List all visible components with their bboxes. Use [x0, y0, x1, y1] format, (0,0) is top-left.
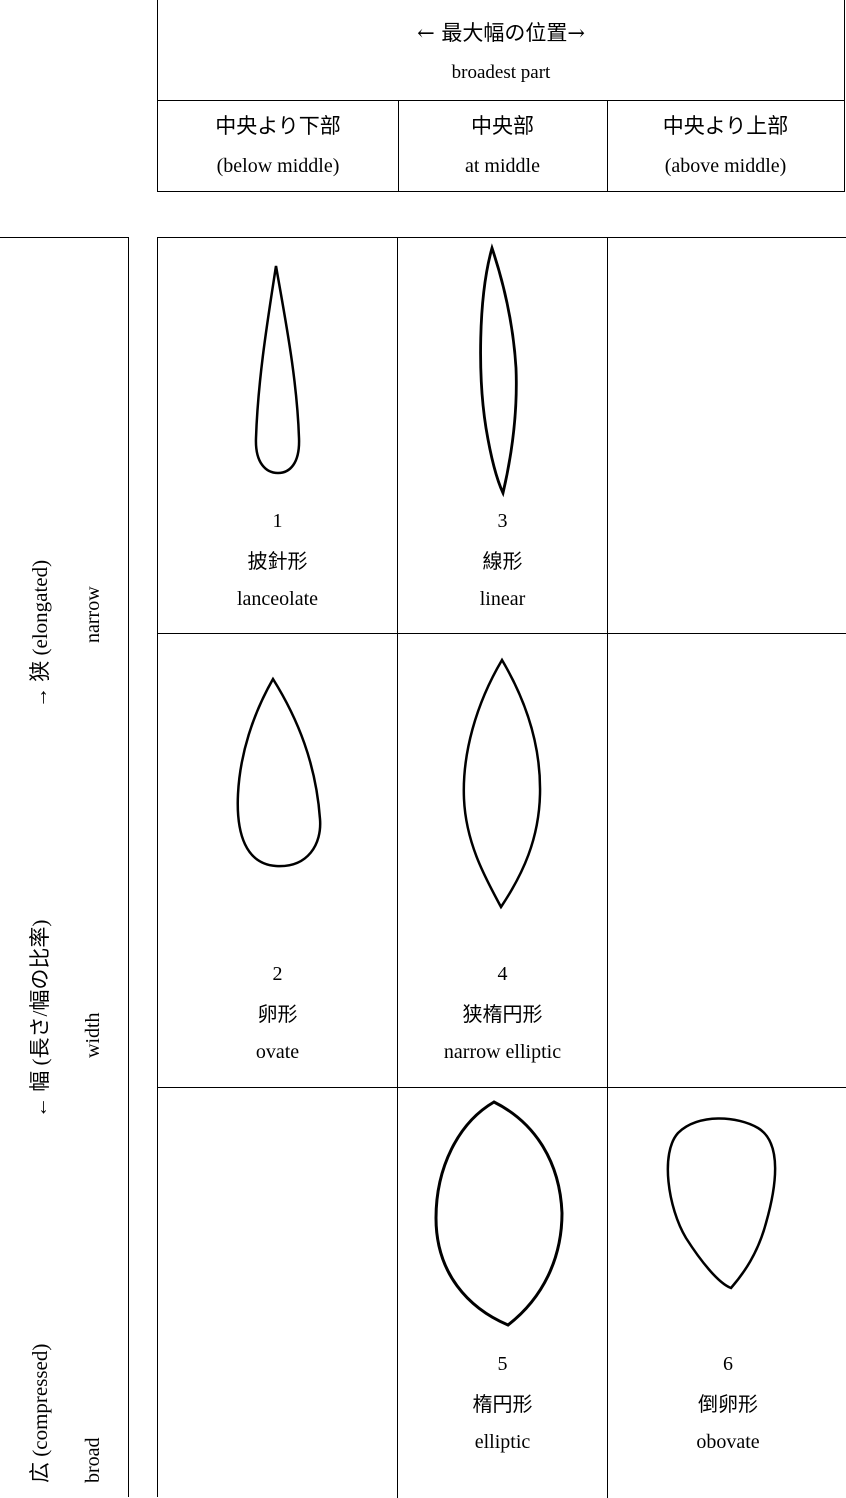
shape-number: 4 [497, 963, 508, 985]
cell-lanceolate: 1 披針形 lanceolate [158, 238, 398, 634]
obovate-leaf-icon [666, 1117, 777, 1290]
leaf-shape-grid: 1 披針形 lanceolate 3 線形 linear 2 卵形 ovate [157, 237, 846, 1498]
shape-name-en: linear [479, 588, 526, 610]
axis-label-narrow-en: narrow [82, 586, 104, 643]
width-axis-box: 広 (compressed) ← 幅 (長さ/幅の比率) → 狭 (elonga… [0, 237, 129, 1497]
shape-label: 1 披針形 lanceolate [158, 501, 397, 617]
header-col-jp: 中央より上部 [662, 114, 789, 138]
header-col-en: (above middle) [664, 155, 787, 177]
shape-number: 1 [272, 510, 283, 532]
shape-name-jp: 楕円形 [472, 1392, 533, 1416]
header-col-en: (below middle) [216, 155, 340, 177]
shape-number: 5 [497, 1353, 508, 1375]
shape-name-jp: 披針形 [247, 549, 308, 573]
cell-empty-top-right [608, 238, 846, 634]
shape-number: 3 [497, 510, 508, 532]
narrow-elliptic-leaf-icon [462, 657, 542, 910]
axis-label-broad-jp: 広 (compressed) [28, 1343, 52, 1483]
cell-empty-bottom-left [158, 1088, 398, 1498]
shape-label: 6 倒卵形 obovate [608, 1344, 846, 1460]
axis-label-width-en: width [82, 1012, 104, 1058]
cell-elliptic: 5 楕円形 elliptic [398, 1088, 608, 1498]
shape-name-jp: 卵形 [257, 1002, 298, 1026]
header-title-row: ← 最大幅の位置→ broadest part [158, 0, 844, 101]
shape-label: 5 楕円形 elliptic [398, 1344, 607, 1460]
linear-leaf-icon [479, 243, 518, 498]
shape-name-jp: 線形 [482, 549, 523, 573]
header-subtitle: broadest part [451, 62, 551, 83]
ovate-leaf-icon [236, 676, 322, 868]
header-col-at-middle: 中央部 at middle [398, 100, 608, 191]
shape-name-en: elliptic [474, 1431, 531, 1453]
header-col-en: at middle [465, 155, 540, 177]
shape-number: 6 [723, 1353, 733, 1375]
cell-obovate: 6 倒卵形 obovate [608, 1088, 846, 1498]
header-col-below-middle: 中央より下部 (below middle) [158, 100, 399, 191]
shape-name-jp: 狭楕円形 [462, 1002, 543, 1026]
shape-name-en: ovate [255, 1041, 300, 1063]
shape-name-jp: 倒卵形 [698, 1392, 758, 1416]
cell-narrow-elliptic: 4 狭楕円形 narrow elliptic [398, 634, 608, 1088]
header-col-above-middle: 中央より上部 (above middle) [607, 100, 844, 191]
header-table: ← 最大幅の位置→ broadest part 中央より下部 (below mi… [157, 0, 845, 192]
shape-number: 2 [272, 963, 283, 985]
header-col-jp: 中央部 [471, 114, 534, 138]
shape-name-en: lanceolate [236, 588, 319, 610]
lanceolate-leaf-icon [254, 265, 301, 475]
header-title: ← 最大幅の位置→ [417, 21, 585, 45]
shape-label: 4 狭楕円形 narrow elliptic [398, 954, 607, 1070]
axis-label-width-jp: ← 幅 (長さ/幅の比率) [28, 919, 52, 1118]
shape-name-en: obovate [696, 1431, 760, 1453]
axis-label-narrow-jp: → 狭 (elongated) [28, 559, 52, 708]
header-col-jp: 中央より下部 [215, 114, 341, 138]
elliptic-leaf-icon [434, 1100, 564, 1327]
cell-linear: 3 線形 linear [398, 238, 608, 634]
shape-label: 3 線形 linear [398, 501, 607, 617]
shape-label: 2 卵形 ovate [158, 954, 397, 1070]
cell-ovate: 2 卵形 ovate [158, 634, 398, 1088]
shape-name-en: narrow elliptic [443, 1041, 562, 1063]
cell-empty-middle-right [608, 634, 846, 1088]
axis-label-broad-en: broad [82, 1437, 104, 1483]
